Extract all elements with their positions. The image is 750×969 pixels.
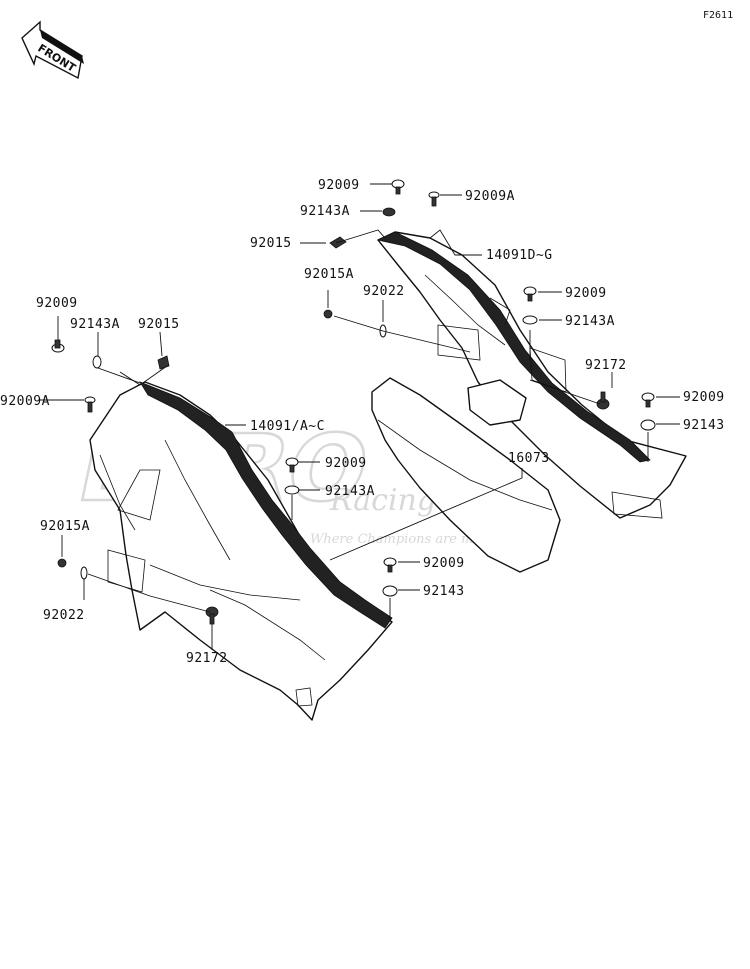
label-low-92143: 92143	[423, 584, 465, 599]
label-upper-92022: 92022	[363, 284, 405, 299]
bolt-icon	[428, 191, 440, 207]
label-left-14091a: 14091/A~C	[250, 419, 325, 434]
front-arrow-icon: FRONT	[21, 20, 84, 80]
label-right-92009: 92009	[565, 286, 607, 301]
label-upper-92009: 92009	[318, 178, 360, 193]
part-16073-panel	[371, 377, 561, 573]
bolt-icon	[641, 392, 655, 408]
figure-code: F2611	[703, 10, 733, 21]
washer-icon	[640, 419, 656, 431]
label-right-92172: 92172	[585, 358, 627, 373]
washer-icon	[92, 355, 102, 369]
label-upper-92143a: 92143A	[300, 204, 350, 219]
label-left-92022: 92022	[43, 608, 85, 623]
bolt-icon	[391, 179, 405, 195]
bolt-icon	[383, 557, 397, 573]
bolt-icon	[51, 339, 65, 353]
bolt-icon	[523, 286, 537, 302]
label-left-92143a: 92143A	[70, 317, 120, 332]
leader-lines	[40, 183, 680, 650]
watermark-tagline: Where Champions are made	[310, 532, 498, 547]
label-upper-92009a: 92009A	[465, 189, 515, 204]
screw-icon	[596, 391, 610, 410]
label-mid-92009: 92009	[325, 456, 367, 471]
label-left-92009a: 92009A	[0, 394, 50, 409]
washer-icon	[522, 315, 538, 325]
part-labels: 92009 92009A 92143A 92015 14091D~G 92015…	[0, 178, 725, 666]
label-part-16073: 16073	[508, 451, 550, 466]
label-far-92143: 92143	[683, 418, 725, 433]
right-side-cover-panel	[376, 231, 687, 519]
label-right-92143a: 92143A	[565, 314, 615, 329]
washer-icon	[80, 566, 88, 580]
label-upper-14091d: 14091D~G	[486, 248, 553, 263]
screw-icon	[205, 606, 219, 625]
nut-clip-icon	[157, 355, 170, 370]
washer-icon	[382, 585, 398, 597]
bolt-icon	[84, 396, 96, 413]
fasteners-upper	[323, 179, 656, 431]
label-upper-92015a: 92015A	[304, 267, 354, 282]
label-upper-92015: 92015	[250, 236, 292, 251]
label-far-92009: 92009	[683, 390, 725, 405]
nut-icon	[323, 309, 333, 319]
washer-icon	[284, 485, 300, 495]
label-left-92015: 92015	[138, 317, 180, 332]
label-low-92009: 92009	[423, 556, 465, 571]
washer-icon	[382, 207, 396, 217]
label-left-92015a: 92015A	[40, 519, 90, 534]
nut-icon	[57, 558, 67, 568]
label-left-92009: 92009	[36, 296, 78, 311]
label-left-92172: 92172	[186, 651, 228, 666]
watermark-sub: Racing	[329, 483, 436, 518]
label-mid-92143a: 92143A	[325, 484, 375, 499]
